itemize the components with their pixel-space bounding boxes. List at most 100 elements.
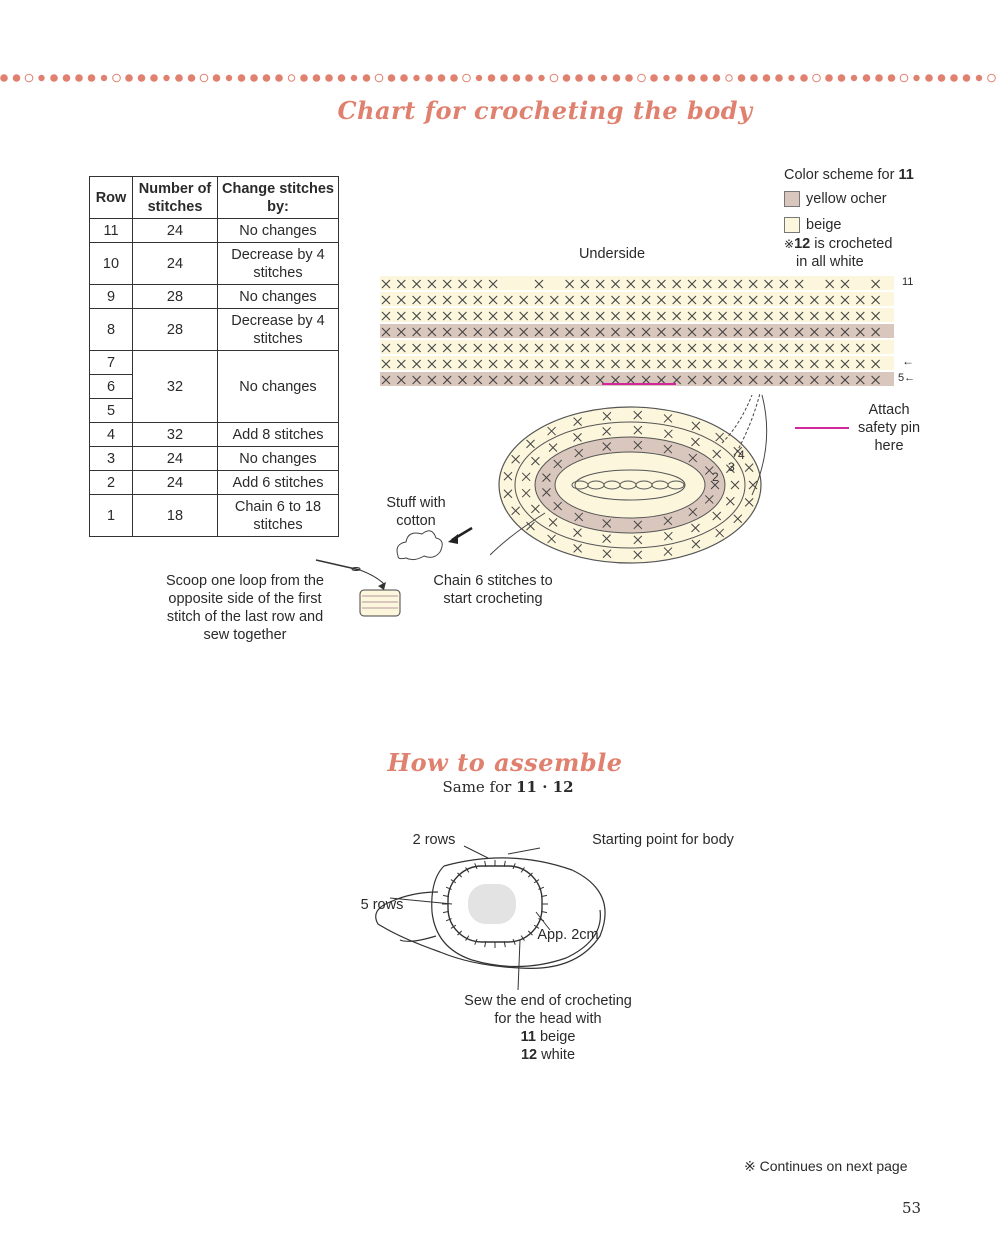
stitch-mark	[503, 489, 513, 499]
stitch-mark	[503, 471, 513, 481]
stitch-mark	[733, 446, 743, 456]
stitch-mark	[744, 498, 754, 507]
stitch-mark	[633, 410, 643, 420]
stitch-mark	[825, 279, 835, 289]
stitch-mark	[573, 543, 582, 553]
table-row: 11 24 No changes	[89, 218, 339, 243]
stitch-mark	[504, 359, 513, 369]
stitch-mark	[855, 359, 865, 369]
stitch-mark	[595, 375, 605, 385]
stitch-mark	[687, 343, 697, 353]
stitch-mark	[664, 429, 673, 439]
table-row: 8 28 Decrease by 4 stitches	[89, 308, 339, 351]
stitch-mark	[547, 426, 556, 436]
stitch-mark	[704, 466, 714, 475]
stitch-mark	[549, 375, 559, 385]
stitch-mark	[473, 359, 483, 369]
stitch-mark	[531, 504, 540, 514]
stitch-mark	[504, 343, 513, 353]
stitch-mark	[602, 549, 612, 559]
stitch-mark	[687, 311, 697, 321]
stitch-mark	[427, 279, 437, 289]
stitch-mark	[733, 375, 743, 385]
stitch-mark	[574, 448, 584, 458]
stitch-mark	[794, 343, 804, 353]
stitch-mark	[427, 327, 437, 337]
stitch-mark	[548, 443, 558, 452]
stitch-mark	[488, 279, 498, 289]
stitch-mark	[840, 295, 850, 305]
stitch-mark	[611, 343, 620, 353]
stitch-mark	[381, 311, 391, 321]
page-number: 53	[902, 1199, 922, 1217]
stitch-mark	[688, 453, 698, 463]
legend-item-ocher: yellow ocher	[784, 188, 984, 210]
stitch-mark	[855, 327, 865, 337]
stitch-mark	[840, 375, 850, 385]
stitch-mark	[504, 327, 513, 337]
start-point-label: Starting point for body	[592, 832, 734, 848]
stitch-mark	[871, 375, 880, 385]
stitch-mark	[519, 375, 529, 385]
stitch-mark	[488, 295, 498, 305]
stitch-mark	[657, 327, 666, 337]
stitch-mark	[458, 327, 467, 337]
stitch-mark	[565, 359, 574, 369]
stitch-mark	[611, 295, 620, 305]
stitch-mark	[663, 444, 673, 454]
stitch-mark	[855, 295, 865, 305]
header-row: Row	[89, 176, 133, 219]
stitch-mark	[396, 311, 406, 321]
stitch-mark	[521, 488, 531, 498]
stitch-mark	[641, 311, 651, 321]
stitch-mark	[657, 295, 666, 305]
stitch-mark	[381, 279, 391, 289]
stitch-mark	[534, 327, 544, 337]
stitch-mark	[396, 375, 406, 385]
stitch-mark	[871, 279, 880, 289]
stitch-mark	[511, 506, 520, 516]
stitch-mark	[573, 417, 582, 427]
stitch-mark	[458, 279, 467, 289]
stitch-mark	[427, 343, 437, 353]
stitch-mark	[733, 311, 743, 321]
stitch-mark	[672, 343, 682, 353]
sewing-needle-illustration	[315, 559, 401, 617]
stitch-mark	[748, 359, 758, 369]
legend-note: ※12 is crocheted in all white	[784, 236, 893, 270]
stitch-mark	[704, 495, 714, 504]
stitch-mark	[442, 359, 452, 369]
stitch-mark	[672, 375, 682, 385]
stitch-mark	[871, 327, 880, 337]
stitch-mark	[396, 343, 406, 353]
two-rows-label: 2 rows	[412, 832, 456, 848]
stitch-mark	[526, 521, 535, 531]
table-row: 4 32 Add 8 stitches	[89, 422, 339, 447]
stitch-mark	[748, 279, 758, 289]
stitch-mark	[641, 359, 651, 369]
stitch-mark	[657, 311, 666, 321]
stitch-mark	[641, 327, 651, 337]
stitch-mark	[810, 311, 819, 321]
table-row: 6	[89, 374, 339, 399]
stitch-mark	[663, 547, 673, 556]
table-row: 3 24 No changes	[89, 446, 339, 471]
stitch-mark	[595, 311, 605, 321]
stitch-mark	[458, 375, 467, 385]
assemble-subtitle: Same for 11 · 12	[442, 778, 574, 796]
stitch-mark	[748, 295, 758, 305]
stitch-mark	[602, 534, 611, 543]
stitch-mark	[549, 327, 559, 337]
stitch-mark	[412, 327, 421, 337]
stitch-mark	[565, 279, 574, 289]
stitch-mark	[687, 279, 697, 289]
stitch-mark	[602, 411, 612, 421]
stitch-mark	[442, 375, 452, 385]
stitch-mark	[691, 539, 701, 549]
stitch-mark	[626, 327, 636, 337]
stitch-mark	[779, 311, 789, 321]
table-row: 9 28 No changes	[89, 284, 339, 309]
stitch-mark	[764, 375, 773, 385]
table-row: 10 24 Decrease by 4 stitches	[89, 242, 339, 285]
stitch-mark	[733, 327, 743, 337]
